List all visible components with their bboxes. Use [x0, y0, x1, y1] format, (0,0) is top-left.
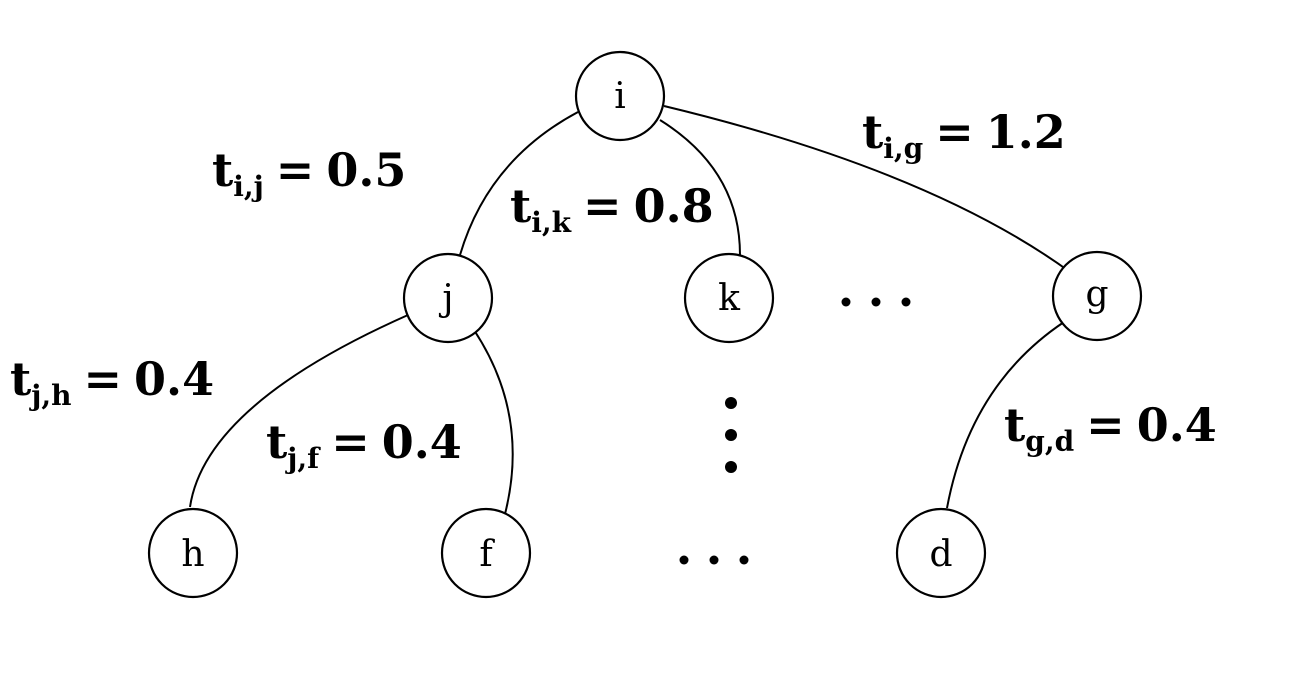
vertical-ellipsis: [725, 397, 737, 473]
node-label-d: d: [929, 534, 952, 575]
edge-i-k: [659, 119, 741, 256]
node-label-i: i: [614, 76, 626, 117]
horizontal-ellipsis-bottom: [679, 555, 749, 565]
node-label-f: f: [479, 534, 495, 575]
edge-j-f: [473, 329, 514, 515]
edge-g-d: [946, 321, 1065, 509]
node-j: j: [402, 252, 494, 344]
node-k: k: [683, 252, 775, 344]
edge-label-i-j: ti,j=0.5: [212, 143, 406, 203]
edge-label-i-g: ti,g=1.2: [862, 105, 1066, 165]
node-f: f: [440, 507, 532, 599]
node-h: h: [147, 507, 239, 599]
node-label-g: g: [1085, 274, 1108, 315]
node-label-k: k: [718, 278, 741, 319]
node-label-j: j: [438, 278, 453, 319]
edge-label-i-k: ti,k=0.8: [510, 179, 714, 239]
node-d: d: [895, 507, 987, 599]
edge-i-j: [459, 111, 579, 256]
edge-label-j-h: tj,h=0.4: [10, 352, 214, 412]
node-g: g: [1051, 250, 1143, 342]
edge-label-j-f: tj,f=0.4: [266, 415, 462, 475]
edge-j-h: [189, 314, 409, 508]
edge-label-g-d: tg,d=0.4: [1004, 398, 1217, 458]
node-label-h: h: [181, 534, 204, 575]
node-i: i: [574, 50, 666, 142]
horizontal-ellipsis-middle: [841, 297, 911, 307]
edge-i-g: [663, 105, 1071, 273]
